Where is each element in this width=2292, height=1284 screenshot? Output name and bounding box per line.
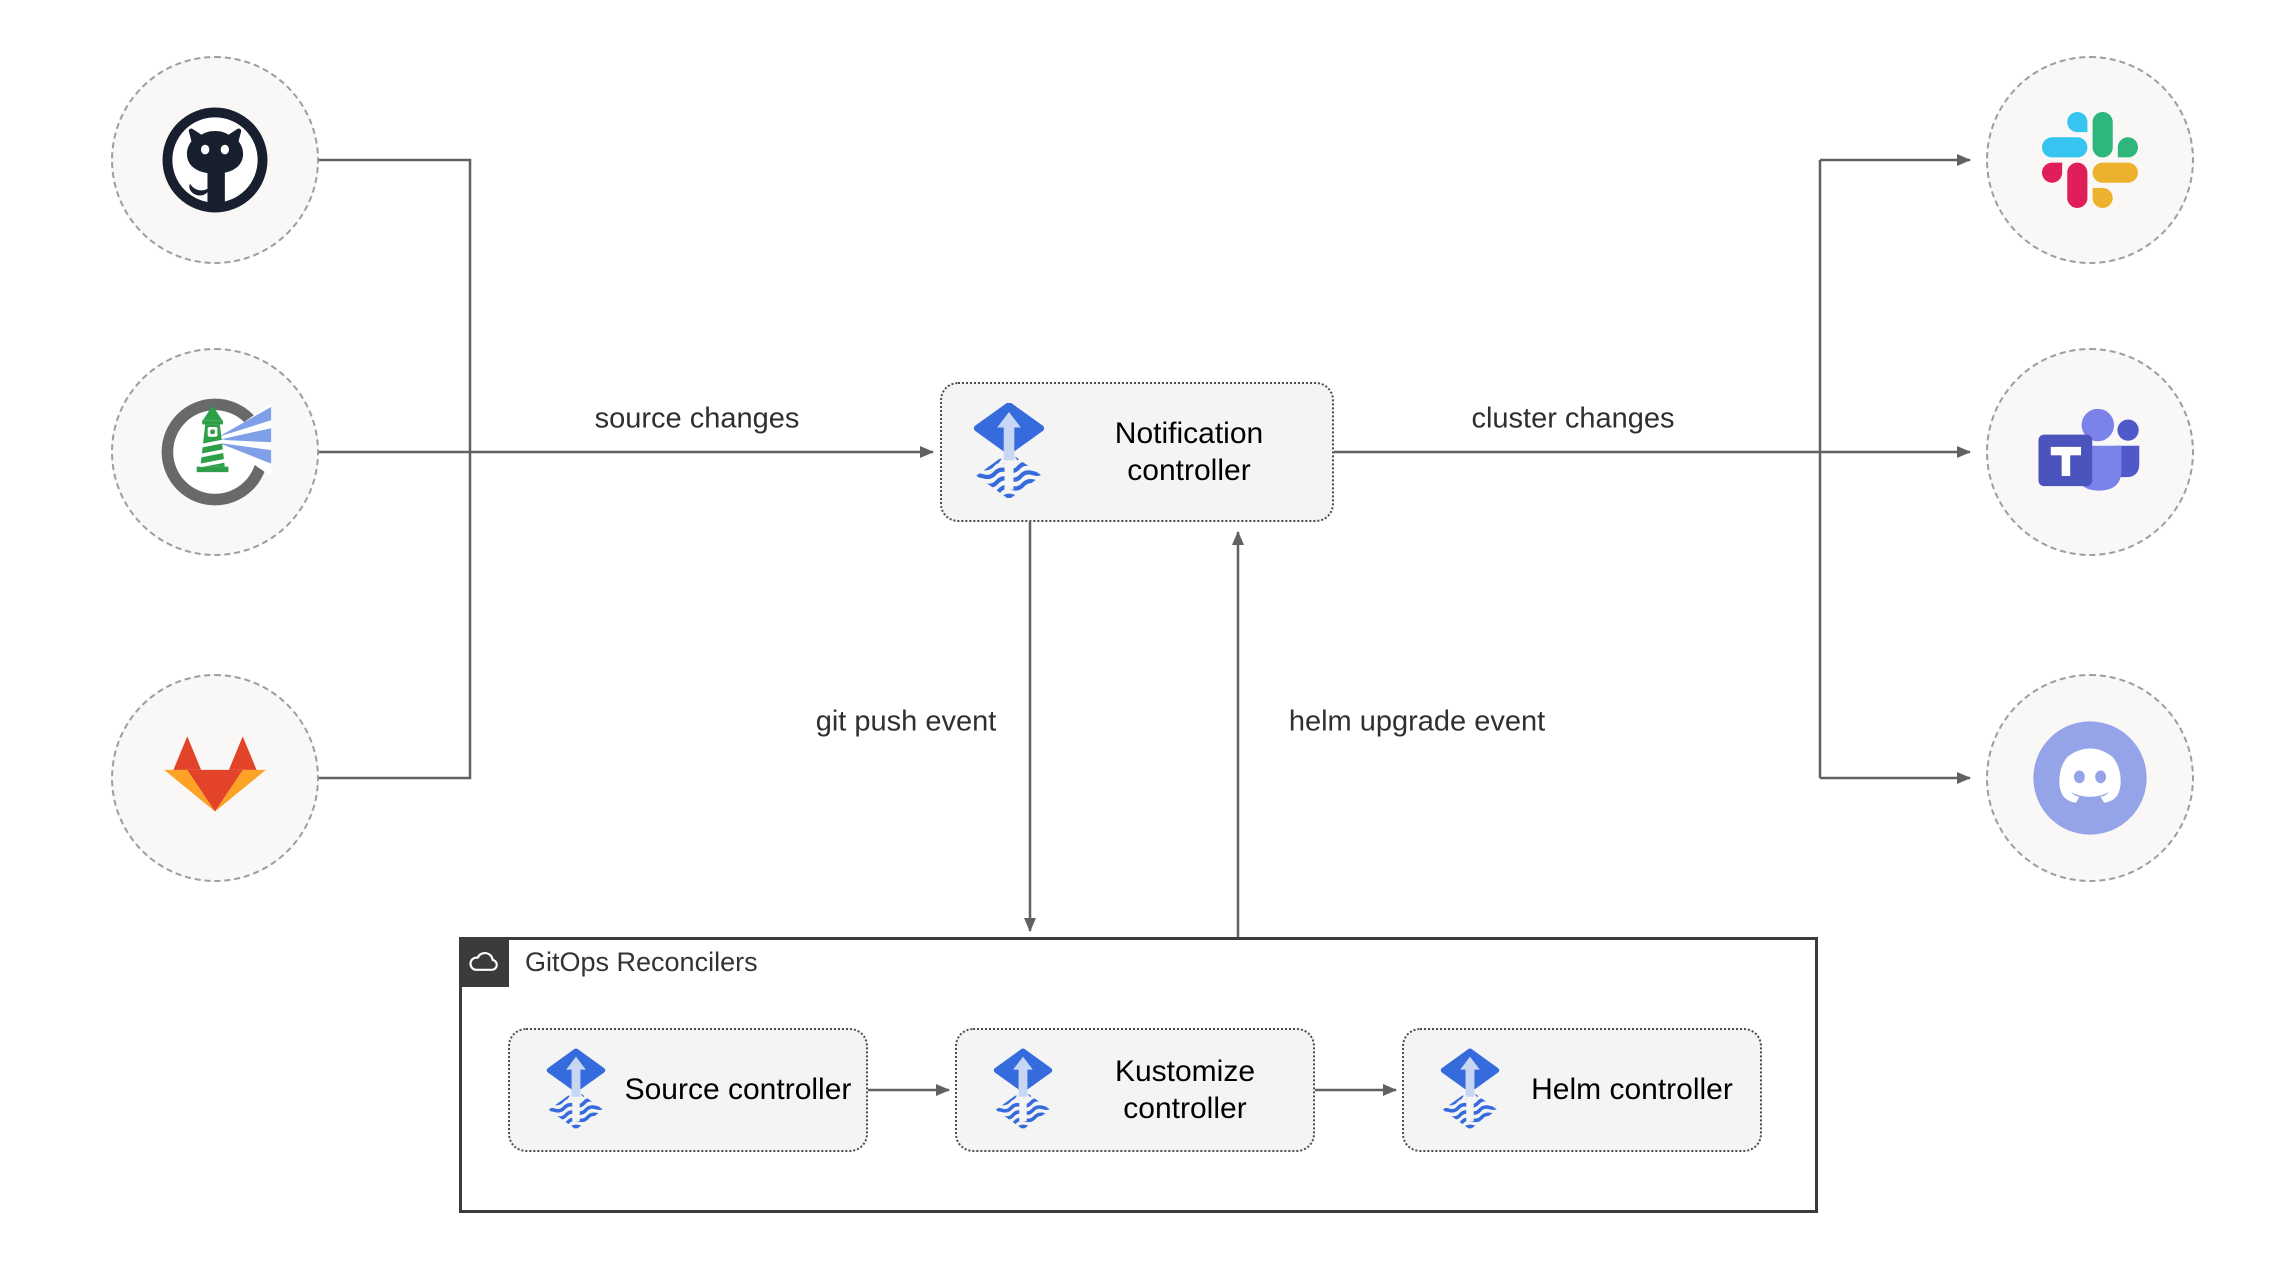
source-node-harbor — [111, 348, 319, 556]
source-node-github — [111, 56, 319, 264]
notifier-node-slack — [1986, 56, 2194, 264]
flux-icon — [1436, 1042, 1504, 1138]
source-node-gitlab — [111, 674, 319, 882]
flux-icon — [989, 1042, 1057, 1138]
edge-label-cluster-changes: cluster changes — [1471, 402, 1675, 435]
helm-controller-node: Helm controller — [1402, 1028, 1762, 1152]
edge-label-source-changes: source changes — [594, 402, 800, 435]
cloud-icon — [459, 937, 509, 987]
notifier-node-discord — [1986, 674, 2194, 882]
edge-label-helm-upgrade-event: helm upgrade event — [1288, 705, 1546, 738]
edge-label-git-push-event: git push event — [815, 705, 997, 738]
flux-icon — [968, 403, 1050, 501]
source-controller-node: Source controller — [508, 1028, 868, 1152]
gitops-reconcilers-container: GitOps Reconcilers — [459, 937, 1818, 1213]
github-icon — [157, 102, 273, 218]
gitops-reconcilers-title: GitOps Reconcilers — [525, 946, 758, 977]
teams-icon — [2034, 402, 2146, 503]
helm-controller-label: Helm controller — [1531, 1073, 1733, 1107]
notification-controller-label: Notification controller — [1114, 416, 1264, 488]
kustomize-controller-label: Kustomize controller — [1114, 1054, 1256, 1126]
slack-icon — [2042, 112, 2138, 208]
left-bus-line — [319, 158, 472, 780]
discord-icon — [2031, 719, 2149, 837]
gitlab-icon — [157, 726, 273, 830]
notifier-node-teams — [1986, 348, 2194, 556]
harbor-icon — [154, 391, 276, 513]
kustomize-controller-node: Kustomize controller — [955, 1028, 1315, 1152]
gitops-reconcilers-header: GitOps Reconcilers — [459, 937, 758, 987]
source-controller-label: Source controller — [624, 1073, 852, 1107]
flux-icon — [542, 1042, 610, 1138]
notification-controller-node: Notification controller — [940, 382, 1334, 522]
